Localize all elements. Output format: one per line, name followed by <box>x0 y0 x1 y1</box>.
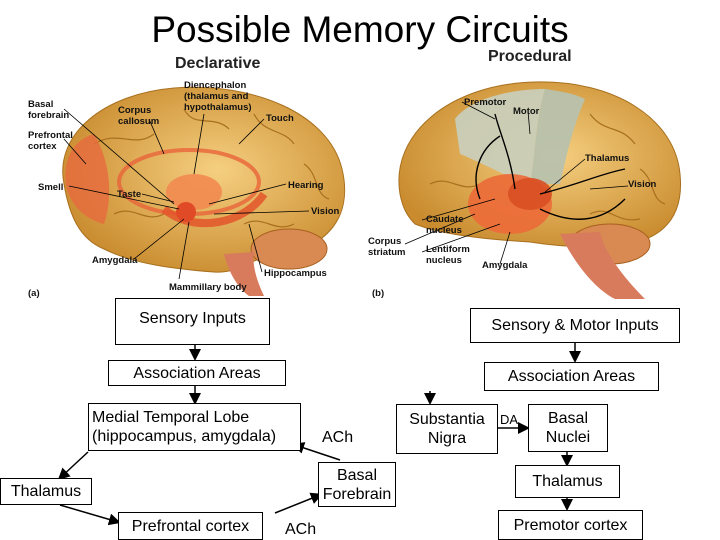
label-caudate-2: nucleus <box>426 225 462 236</box>
label-taste: Taste <box>117 189 141 200</box>
substantia-nigra-box: Substantia Nigra <box>396 404 498 454</box>
label-mammillary-body: Mammillary body <box>169 282 247 293</box>
label-lentiform-2: nucleus <box>426 255 462 266</box>
label-caudate-1: Caudate <box>426 214 463 225</box>
thalamus-box-left: Thalamus <box>0 478 92 505</box>
label-corpus-striatum-2: striatum <box>368 247 405 258</box>
procedural-heading: Procedural <box>488 48 572 65</box>
basal-nuclei-box: Basal Nuclei <box>528 404 608 452</box>
procedural-brain-svg: Premotor Motor Thalamus Vision Caudate n… <box>368 81 682 299</box>
association-areas-box-left: Association Areas <box>108 360 286 386</box>
association-areas-box-right: Association Areas <box>484 362 659 391</box>
panel-tag-b: (b) <box>372 288 384 299</box>
prefrontal-cortex-box: Prefrontal cortex <box>118 512 263 540</box>
thalamus-box-right: Thalamus <box>515 465 620 498</box>
label-amygdala-b: Amygdala <box>482 260 528 271</box>
label-smell: Smell <box>38 182 63 193</box>
ach-lower-label: ACh <box>285 521 317 538</box>
label-prefrontal-1: Prefrontal <box>28 130 73 141</box>
declarative-brain-illustration: Basal forebrain Prefrontal cortex Corpus… <box>24 74 364 304</box>
basal-forebrain-box: Basal Forebrain <box>318 462 396 507</box>
label-vision: Vision <box>628 179 657 190</box>
label-vision: Vision <box>311 206 340 217</box>
label-motor: Motor <box>513 106 540 117</box>
label-basal-forebrain-2: forebrain <box>28 110 69 121</box>
label-diencephalon-1: Diencephalon <box>184 80 246 91</box>
sensory-motor-inputs-box: Sensory & Motor Inputs <box>470 308 680 343</box>
medial-temporal-lobe-box: Medial Temporal Lobe (hippocampus, amygd… <box>88 403 301 451</box>
label-diencephalon-3: hypothalamus) <box>184 102 252 113</box>
premotor-cortex-box: Premotor cortex <box>498 510 643 540</box>
label-hippocampus: Hippocampus <box>264 268 327 279</box>
label-thalamus: Thalamus <box>585 153 629 164</box>
label-diencephalon-2: (thalamus and <box>184 91 249 102</box>
page-title: Possible Memory Circuits <box>151 9 569 50</box>
da-label: DA <box>500 412 519 427</box>
sensory-inputs-box: Sensory Inputs <box>115 298 270 345</box>
procedural-brain-illustration: Premotor Motor Thalamus Vision Caudate n… <box>360 74 705 304</box>
label-corpus-callosum-1: Corpus <box>118 105 151 116</box>
ach-upper-label: ACh <box>322 429 354 446</box>
label-corpus-striatum-1: Corpus <box>368 236 401 247</box>
label-basal-forebrain-1: Basal <box>28 99 53 110</box>
label-touch: Touch <box>266 113 294 124</box>
label-hearing: Hearing <box>288 180 324 191</box>
declarative-brain-svg: Basal forebrain Prefrontal cortex Corpus… <box>28 80 346 299</box>
label-amygdala: Amygdala <box>92 255 138 266</box>
label-lentiform-1: Lentiform <box>426 244 470 255</box>
label-premotor: Premotor <box>464 97 507 108</box>
label-corpus-callosum-2: callosum <box>118 116 159 127</box>
label-prefrontal-2: cortex <box>28 141 57 152</box>
panel-tag-a: (a) <box>28 288 40 299</box>
declarative-heading: Declarative <box>175 55 261 72</box>
